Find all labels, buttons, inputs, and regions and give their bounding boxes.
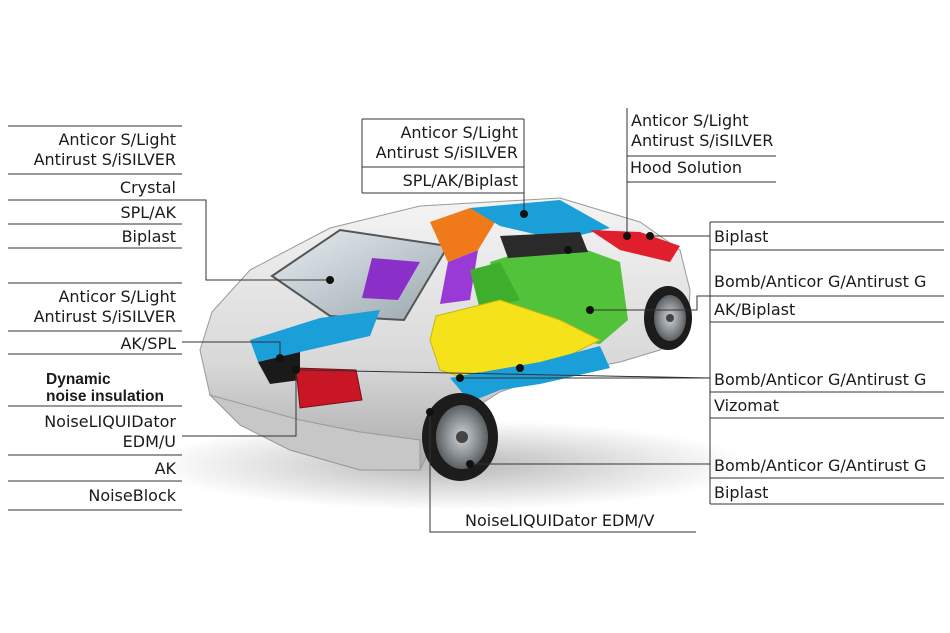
rear-wheel xyxy=(422,393,498,481)
label-right-bomb-2: Bomb/Anticor G/Antirust G xyxy=(714,370,927,389)
zone-purple-door xyxy=(440,250,478,304)
label-right-biplast-2: Biplast xyxy=(714,483,769,502)
zone-orange-roof xyxy=(430,208,500,262)
label-top-center-line1: Anticor S/Light xyxy=(400,123,518,142)
leader-dots xyxy=(276,210,654,468)
label-left-anticor-2-line2: Antirust S/iSILVER xyxy=(33,307,176,326)
label-top-center-line2: Antirust S/iSILVER xyxy=(375,143,518,162)
zone-red-hood xyxy=(590,230,680,262)
label-left-ak: AK xyxy=(154,459,176,478)
label-rules xyxy=(8,118,944,533)
label-left-anticor-1-line2: Antirust S/iSILVER xyxy=(33,150,176,169)
label-bottom-noiseliquidator-edmv: NoiseLIQUIDator EDM/V xyxy=(465,511,655,530)
label-dynamic-line2: noise insulation xyxy=(46,388,164,405)
zone-blue-trunk xyxy=(250,310,380,362)
taillight xyxy=(295,367,363,409)
label-left-noiseliquidator-line2: EDM/U xyxy=(122,432,176,451)
zone-green-seat xyxy=(470,262,520,310)
label-right-bomb-3: Bomb/Anticor G/Antirust G xyxy=(714,456,927,475)
label-left-anticor-1: Anticor S/Light Antirust S/iSILVER xyxy=(8,130,176,170)
label-top-right-hood-solution: Hood Solution xyxy=(630,158,743,177)
label-left-anticor-2: Anticor S/Light Antirust S/iSILVER xyxy=(8,287,176,327)
zone-blue-floor xyxy=(460,346,610,392)
trunk-opening xyxy=(258,352,300,384)
label-right-vizomat: Vizomat xyxy=(714,396,779,415)
label-left-crystal: Crystal xyxy=(119,178,176,197)
front-wheel xyxy=(644,286,692,350)
label-right-ak-biplast: AK/Biplast xyxy=(714,300,796,319)
label-left-spl-ak: SPL/AK xyxy=(120,203,176,222)
label-left-noiseliquidator-line1: NoiseLIQUIDator xyxy=(44,412,176,431)
label-top-right: Anticor S/Light Antirust S/iSILVER xyxy=(631,111,773,151)
label-left-anticor-1-line1: Anticor S/Light xyxy=(58,130,176,149)
rear-bumper xyxy=(208,394,421,471)
car-illustration xyxy=(150,197,750,510)
label-top-right-line1: Anticor S/Light xyxy=(631,111,749,130)
label-dynamic-noise-insulation: Dynamic noise insulation xyxy=(46,371,164,405)
rear-window xyxy=(270,228,450,322)
label-left-noiseliquidator-edmu: NoiseLIQUIDator EDM/U xyxy=(8,412,176,452)
label-top-right-line2: Antirust S/iSILVER xyxy=(631,131,774,150)
leader-lines xyxy=(182,108,711,533)
zone-blue-roof xyxy=(470,200,610,240)
label-left-ak-spl: AK/SPL xyxy=(120,334,176,353)
label-right-bomb-1: Bomb/Anticor G/Antirust G xyxy=(714,272,927,291)
zone-purple-rear-shelf xyxy=(362,258,420,300)
label-top-center: Anticor S/Light Antirust S/iSILVER xyxy=(362,123,518,163)
label-right-biplast-1: Biplast xyxy=(714,227,769,246)
label-left-noiseblock: NoiseBlock xyxy=(88,486,176,505)
label-top-center-spl-ak-biplast: SPL/AK/Biplast xyxy=(402,171,518,190)
label-dynamic-line1: Dynamic xyxy=(46,371,111,388)
label-left-biplast: Biplast xyxy=(121,227,176,246)
label-left-anticor-2-line1: Anticor S/Light xyxy=(58,287,176,306)
